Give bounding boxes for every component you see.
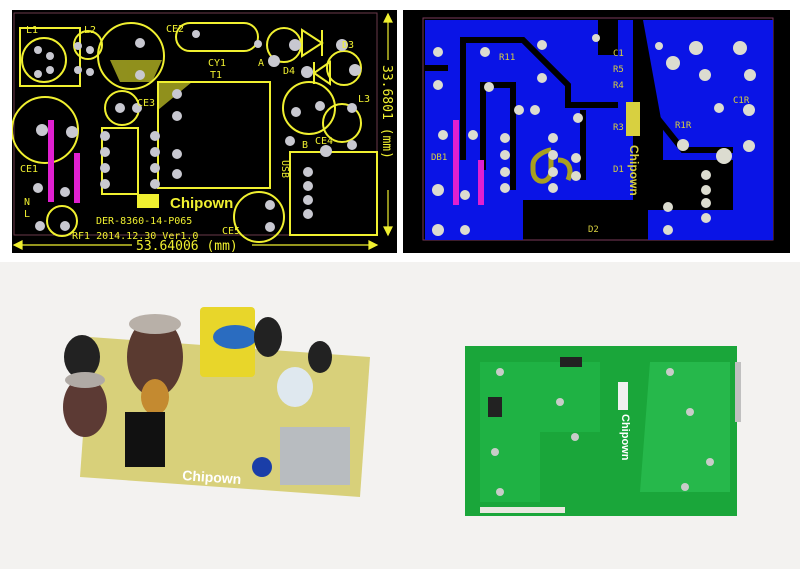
label-db1: DB1 [431,153,447,163]
label-t1: T1 [210,70,222,81]
photo-solder-brand-chipown: Chipown [619,414,631,461]
bottom-layer-layout: C1 R5 R4 R3 D1 D2 DB1 C1R R1R R11 Chipow… [403,10,790,253]
width-dimension: 53.64006 (mm) [136,239,238,253]
label-d1: D1 [613,165,624,175]
label-r11: R11 [499,53,515,63]
height-dimension: 33.6801 (mm) [379,65,394,159]
bottom-layer-svg: C1 R5 R4 R3 D1 D2 DB1 C1R R1R R11 Chipow… [403,10,790,253]
label-r5: R5 [613,65,624,75]
label-r1r: R1R [675,121,692,131]
chipown-logo-icon [626,102,640,136]
chipown-logo-icon [618,382,628,410]
label-l3: L3 [358,94,370,105]
label-d3: D3 [342,40,354,51]
label-b: B [302,140,308,151]
top-layer-svg: L1 L2 CE2 CY1 T1 A D3 D4 CE3 L3 B CE4 US… [11,10,397,254]
label-ce1: CE1 [20,164,38,175]
chipown-logo-icon [137,194,159,208]
label-r4: R4 [613,81,624,91]
brand-chipown: Chipown [170,195,233,212]
label-usb: USB [279,160,290,178]
label-ce4: CE4 [315,136,333,147]
photo-solder-side: Chipown [400,262,800,569]
photo-brand-chipown: Chipown [182,467,242,487]
label-d4: D4 [283,66,295,77]
label-c1: C1 [613,49,624,59]
bottom-brand-chipown: Chipown [627,145,641,196]
label-ce3: CE3 [137,98,155,109]
photo-solder-svg: Chipown [465,346,741,516]
label-ce2: CE2 [166,24,184,35]
revision: RF1 2014.12.30 Ver1.0 [72,231,198,242]
label-l2: L2 [84,25,96,36]
label-n: N [24,197,30,208]
label-cy1: CY1 [208,58,226,69]
label-l1: L1 [26,25,38,36]
label-l: L [24,209,30,220]
label-a: A [258,58,264,69]
label-r3: R3 [613,123,624,133]
label-ce5: CE5 [222,226,240,237]
label-d2: D2 [588,225,599,235]
label-c1r: C1R [733,96,750,106]
photo-component-side: Chipown [0,262,400,569]
board-id: DER-8360-14-P065 [96,216,192,227]
top-layer-layout: L1 L2 CE2 CY1 T1 A D3 D4 CE3 L3 B CE4 US… [11,10,397,254]
photo-component-svg: Chipown [63,307,370,497]
